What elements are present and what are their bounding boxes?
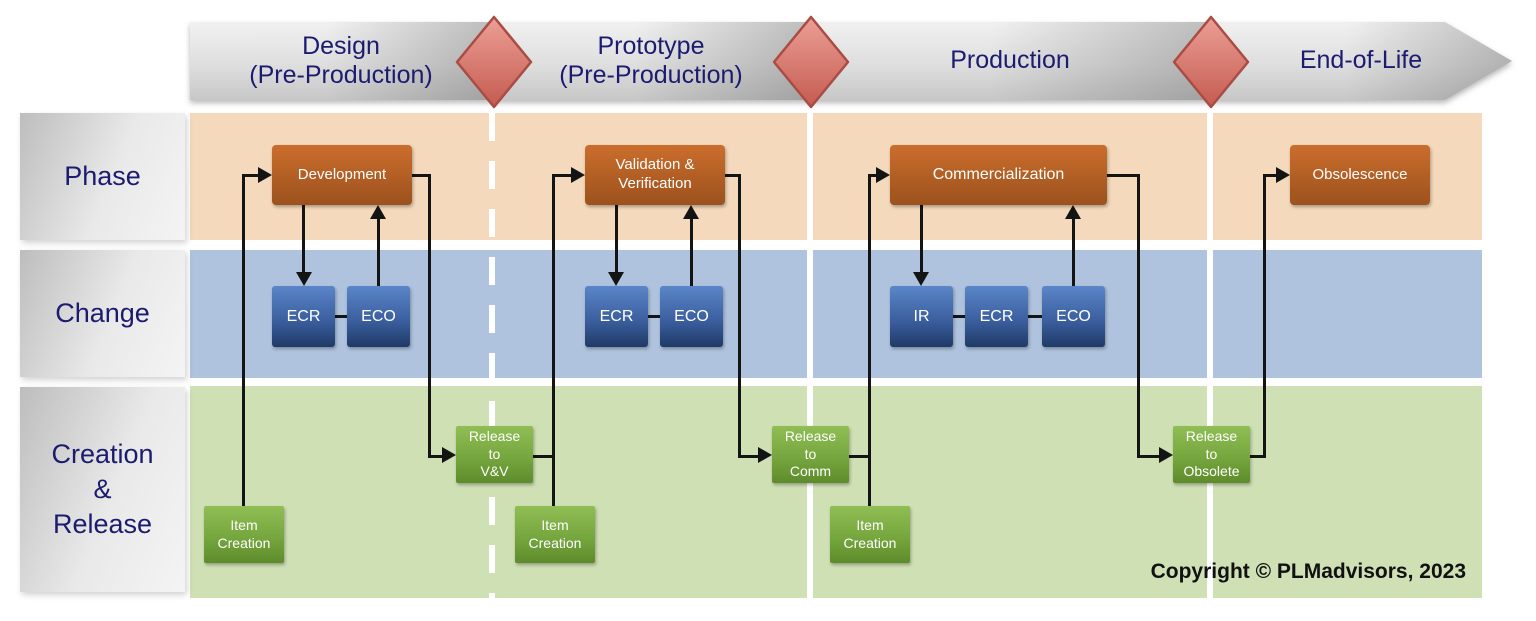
arrow-line (953, 315, 965, 318)
arrow-line (302, 205, 305, 273)
arrow-line (242, 174, 259, 177)
arrow-head-right (442, 447, 456, 463)
arrow-head-right (758, 447, 772, 463)
release-to-obsolete-box: Release to Obsolete (1173, 426, 1250, 483)
arrow-line (428, 174, 431, 457)
arrow-line (242, 174, 245, 506)
arrow-line (533, 455, 554, 458)
arrow-line (690, 218, 693, 286)
arrow-line (1263, 174, 1266, 458)
arrow-head-down (608, 272, 624, 286)
timeline-banner: Design (Pre-Production) Prototype (Pre-P… (190, 22, 1512, 100)
arrow-line (920, 205, 923, 273)
phase-segment-prototype: Prototype (Pre-Production) (492, 22, 810, 100)
milestone-diamond-3 (1171, 14, 1251, 115)
item-creation-box-design: Item Creation (204, 506, 284, 563)
arrow-line (1072, 218, 1075, 286)
ecr-box-prototype: ECR (585, 286, 648, 347)
eco-box-production: ECO (1042, 286, 1105, 347)
arrow-line (428, 455, 444, 458)
arrow-line (868, 174, 878, 177)
phase-divider-solid-1 (807, 113, 813, 598)
milestone-diamond-1 (454, 14, 534, 115)
copyright-text: Copyright © PLMadvisors, 2023 (1150, 560, 1466, 583)
arrow-line (1137, 174, 1140, 457)
arrow-line (1250, 455, 1266, 458)
arrow-line (725, 174, 741, 177)
phase-segment-design: Design (Pre-Production) (190, 22, 492, 100)
timeline-banner-arrow: Design (Pre-Production) Prototype (Pre-P… (190, 22, 1512, 100)
phase-divider-solid-2 (1207, 113, 1213, 598)
validation-verification-box: Validation & Verification (585, 145, 725, 205)
arrow-head-right (1159, 447, 1173, 463)
phase-divider-dashed (489, 113, 495, 598)
development-box: Development (272, 145, 412, 205)
row-label-change: Change (20, 250, 185, 377)
arrow-line (738, 174, 741, 457)
arrow-line (849, 455, 870, 458)
milestone-diamond-2 (771, 14, 851, 115)
item-creation-box-prototype: Item Creation (515, 506, 595, 563)
obsolescence-box: Obsolescence (1290, 145, 1430, 205)
arrow-head-up (370, 205, 386, 219)
arrow-line (1107, 174, 1140, 177)
eco-box-design: ECO (347, 286, 410, 347)
eco-box-prototype: ECO (660, 286, 723, 347)
phase-segment-production: Production (810, 22, 1210, 100)
arrow-head-down (913, 272, 929, 286)
ecr-box-production: ECR (965, 286, 1028, 347)
arrow-line (738, 455, 759, 458)
arrow-line (1263, 174, 1278, 177)
ir-box-production: IR (890, 286, 953, 347)
arrow-head-down (296, 272, 312, 286)
arrow-line (1137, 455, 1161, 458)
item-creation-box-production: Item Creation (830, 506, 910, 563)
ecr-box-design: ECR (272, 286, 335, 347)
arrow-line (552, 174, 572, 177)
arrow-head-right (1276, 167, 1290, 183)
arrow-line (648, 315, 660, 318)
arrow-line (552, 174, 555, 506)
phase-segment-end-of-life: End-of-Life (1210, 22, 1512, 100)
arrow-line (1028, 315, 1042, 318)
release-to-comm-box: Release to Comm (772, 426, 849, 483)
arrow-head-right (876, 167, 890, 183)
arrow-line (615, 205, 618, 273)
arrow-line (335, 315, 347, 318)
arrow-head-right (571, 167, 585, 183)
row-label-phase: Phase (20, 113, 185, 240)
commercialization-box: Commercialization (890, 145, 1107, 205)
row-label-creation-release: Creation & Release (20, 387, 185, 592)
arrow-line (868, 174, 871, 506)
arrow-head-right (258, 167, 272, 183)
arrow-line (412, 174, 430, 177)
arrow-head-up (683, 205, 699, 219)
arrow-line (377, 218, 380, 286)
release-to-vv-box: Release to V&V (456, 426, 533, 483)
arrow-head-up (1065, 205, 1081, 219)
